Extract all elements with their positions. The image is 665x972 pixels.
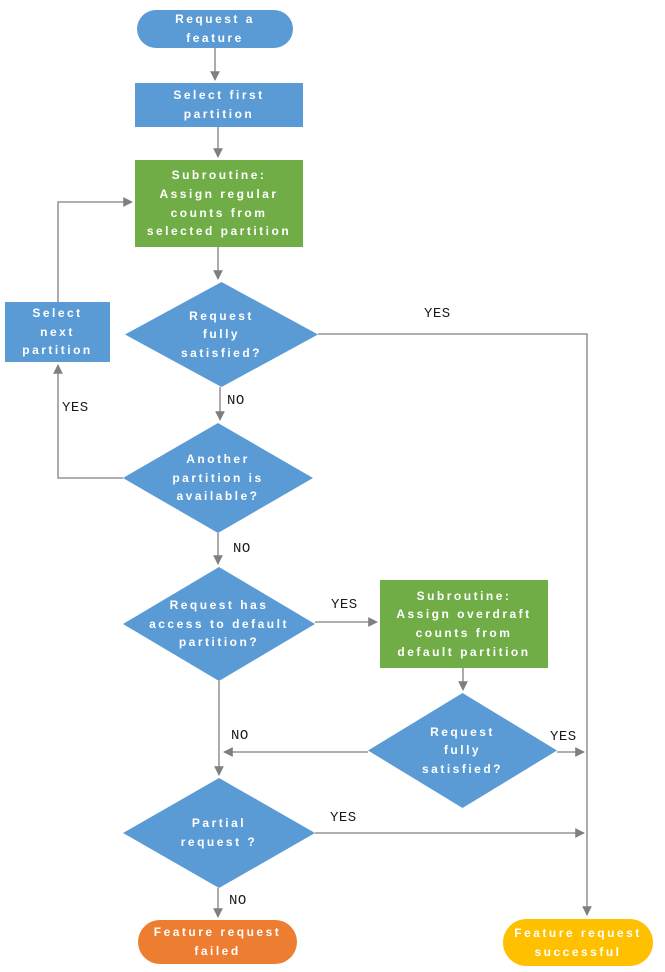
edge-label-partial-yes: YES [330,810,357,826]
subroutine-assign-regular-counts: Subroutine: Assign regular counts from s… [135,160,303,247]
edge-label-satisfied2-yes: YES [550,729,577,745]
subroutine-assign-overdraft-counts: Subroutine: Assign overdraft counts from… [380,580,548,668]
edge-label-satisfied1-yes: YES [424,306,451,322]
process-select-next-partition: Select next partition [5,302,110,362]
connector-select-next-to-assign-regular [57,197,133,302]
edge-label-default-access-yes: YES [331,597,358,613]
connector-satisfied1-yes-to-successful [318,333,592,916]
terminator-feature-request-failed: Feature request failed [138,920,297,964]
edge-label-partial-no: NO [229,893,247,909]
edge-label-satisfied2-no: NO [231,728,249,744]
process-select-first-partition: Select first partition [135,83,303,127]
edge-label-another-yes: YES [62,400,89,416]
start-terminator: Request a feature [137,10,293,48]
edge-label-another-no: NO [233,541,251,557]
terminator-feature-request-successful: Feature request successful [503,919,653,966]
connector-another-yes-to-select-next [53,364,123,479]
edge-label-satisfied1-no: NO [227,393,245,409]
